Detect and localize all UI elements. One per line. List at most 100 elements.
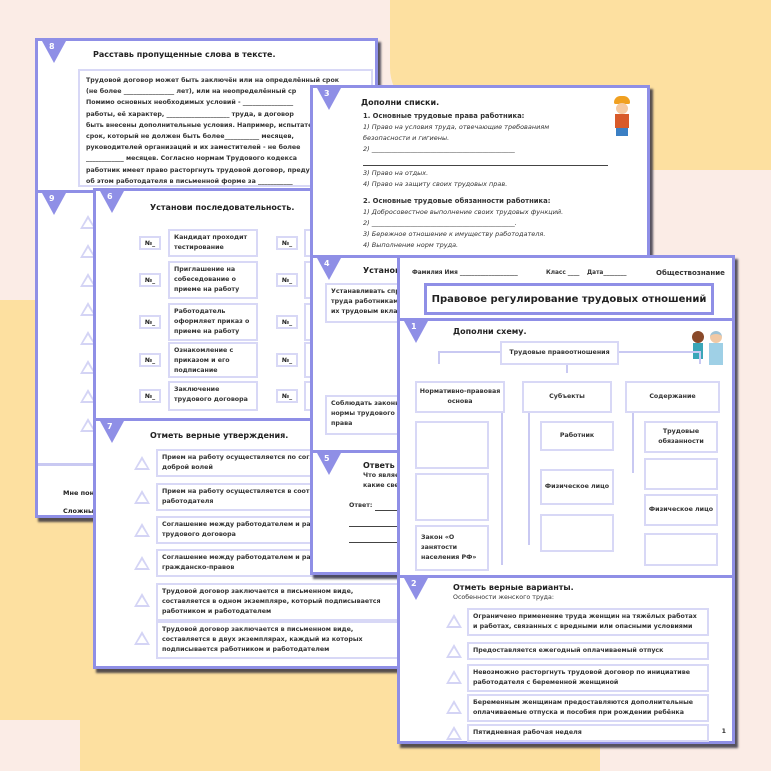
scheme-blank[interactable] — [415, 473, 489, 521]
order-slot[interactable]: №_ — [139, 353, 161, 367]
text-line[interactable]: срок, который не должен быть более______… — [86, 133, 294, 141]
answer-option[interactable]: Пятидневная рабочая неделя — [467, 724, 709, 742]
answer-triangle[interactable] — [446, 670, 462, 684]
task-number: 7 — [107, 422, 113, 431]
text-line[interactable]: ____________ месяцев. Согласно нормам Тр… — [86, 155, 297, 163]
answer-option[interactable]: Невозможно расторгнуть трудовой договор … — [467, 664, 709, 692]
name-field[interactable]: Фамилия Имя ____________________ — [412, 270, 518, 276]
list-item: 1) Добросовестное выполнение своих трудо… — [363, 208, 564, 216]
worksheet-page-main: Фамилия Имя ____________________ Класс _… — [397, 255, 735, 744]
order-slot[interactable]: №_ — [276, 236, 298, 250]
question-text: Что являе какие све — [363, 472, 400, 489]
sequence-card[interactable]: Ознакомление с приказом и его подписание — [168, 342, 258, 378]
answer-triangle[interactable] — [80, 389, 96, 403]
answer-triangle[interactable] — [80, 302, 96, 316]
connector — [619, 351, 699, 353]
task-title: Расставь пропущенные слова в тексте. — [93, 50, 276, 59]
list-heading: 2. Основные трудовые обязанности работни… — [363, 197, 551, 205]
list-blank[interactable]: 2) _____________________________________… — [363, 219, 517, 227]
text-line[interactable]: быть внесены дополнительные условия. Нап… — [86, 121, 313, 129]
answer-triangle[interactable] — [134, 523, 150, 537]
answer-line[interactable] — [363, 165, 608, 166]
task-title: Установ — [363, 266, 401, 275]
task-number-badge: 4 — [317, 258, 341, 280]
answer-triangle[interactable] — [134, 593, 150, 607]
answer-line[interactable] — [349, 542, 415, 543]
text-line[interactable]: Трудовой договор может быть заключён или… — [86, 77, 340, 84]
task-number: 3 — [324, 89, 330, 98]
list-heading: 1. Основные трудовые права работника: — [363, 112, 525, 120]
reflection-line: Сложны — [63, 507, 94, 515]
order-slot[interactable]: №_ — [139, 389, 161, 403]
connector — [528, 413, 530, 545]
connector — [632, 413, 634, 473]
task-number-badge: 7 — [100, 421, 124, 443]
task-number-badge: 2 — [404, 578, 428, 600]
sequence-card[interactable]: Работодатель оформляет приказ о приеме н… — [168, 303, 258, 341]
scheme-blank[interactable] — [644, 458, 718, 490]
connector — [438, 351, 500, 353]
task-number: 2 — [411, 579, 417, 588]
answer-triangle[interactable] — [80, 215, 96, 229]
sequence-card[interactable]: Кандидат проходит тестирование — [168, 229, 258, 257]
answer-triangle[interactable] — [446, 700, 462, 714]
scheme-blank[interactable] — [415, 421, 489, 469]
text-line[interactable]: (не более ________________ лет), или на … — [86, 88, 297, 96]
scheme-category: Субъекты — [522, 381, 612, 413]
answer-option[interactable]: Ограничено применение труда женщин на тя… — [467, 608, 709, 636]
text-line[interactable]: Помимо основных необходимых условий - __… — [86, 99, 294, 107]
page-header: Фамилия Имя ____________________ Класс _… — [400, 258, 732, 321]
answer-triangle[interactable] — [134, 456, 150, 470]
sequence-card[interactable]: Заключение трудового договора — [168, 381, 258, 411]
answer-option[interactable]: Беременным женщинам предоставляются допо… — [467, 694, 709, 722]
task-number-badge: 9 — [42, 193, 66, 215]
task-number-badge: 8 — [42, 41, 66, 63]
scheme-blank[interactable] — [540, 514, 614, 552]
answer-triangle[interactable] — [80, 331, 96, 345]
answer-triangle[interactable] — [134, 556, 150, 570]
order-slot[interactable]: №_ — [139, 315, 161, 329]
worker-character-illustration — [611, 96, 633, 138]
answer-triangle[interactable] — [134, 490, 150, 504]
task-number: 8 — [49, 42, 55, 51]
answer-triangle[interactable] — [134, 631, 150, 645]
list-item: 4) Выполнение норм труда. — [363, 241, 459, 249]
answer-option[interactable]: Предоставляется ежегодный оплачиваемый о… — [467, 642, 709, 660]
order-slot[interactable]: №_ — [276, 353, 298, 367]
order-slot[interactable]: №_ — [276, 273, 298, 287]
answer-line[interactable] — [375, 510, 415, 511]
scheme-root: Трудовые правоотношения — [500, 341, 619, 365]
task-1: 1 Дополни схему. Трудовые правоотношения… — [400, 321, 732, 578]
list-item: 1) Право на условия труда, отвечающие тр… — [363, 123, 550, 142]
page-title: Правовое регулирование трудовых отношени… — [424, 283, 714, 315]
statement-option[interactable]: Трудовой договор заключается в письменно… — [156, 583, 404, 621]
sequence-card[interactable]: Приглашение на собеседование о приеме на… — [168, 261, 258, 299]
answer-triangle[interactable] — [80, 418, 96, 432]
order-slot[interactable]: №_ — [276, 389, 298, 403]
answer-triangle[interactable] — [446, 726, 462, 740]
order-slot[interactable]: №_ — [276, 315, 298, 329]
answer-triangle[interactable] — [80, 360, 96, 374]
answer-triangle[interactable] — [446, 644, 462, 658]
scheme-blank[interactable] — [644, 533, 718, 566]
task-title: Отметь верные утверждения. — [150, 431, 289, 440]
class-field[interactable]: Класс ____ — [546, 270, 580, 276]
list-blank[interactable]: 2) _____________________________________… — [363, 145, 515, 153]
scheme-law: Закон «О занятости населения РФ» — [415, 525, 489, 571]
scheme-duties: Трудовые обязанности — [644, 421, 718, 453]
answer-triangle[interactable] — [80, 244, 96, 258]
answer-line[interactable] — [349, 526, 415, 527]
answer-triangle[interactable] — [80, 273, 96, 287]
text-line[interactable]: руководителей организаций и их заместите… — [86, 144, 301, 152]
scheme-physical-person: Физическое лицо — [644, 494, 718, 526]
date-field[interactable]: Дата________ — [587, 270, 627, 276]
answer-triangle[interactable] — [446, 614, 462, 628]
task-subtitle: Особенности женского труда: — [453, 594, 555, 601]
statement-option[interactable]: Трудовой договор заключается в письменно… — [156, 621, 404, 659]
order-slot[interactable]: №_ — [139, 273, 161, 287]
order-slot[interactable]: №_ — [139, 236, 161, 250]
task-number-badge: 3 — [317, 88, 341, 110]
text-line[interactable]: работы, её характер, ___________________… — [86, 110, 294, 118]
text-line[interactable]: об этом работодателя в письменной форме … — [86, 177, 293, 185]
text-line[interactable]: работник имеет право расторгнуть трудово… — [86, 166, 310, 174]
